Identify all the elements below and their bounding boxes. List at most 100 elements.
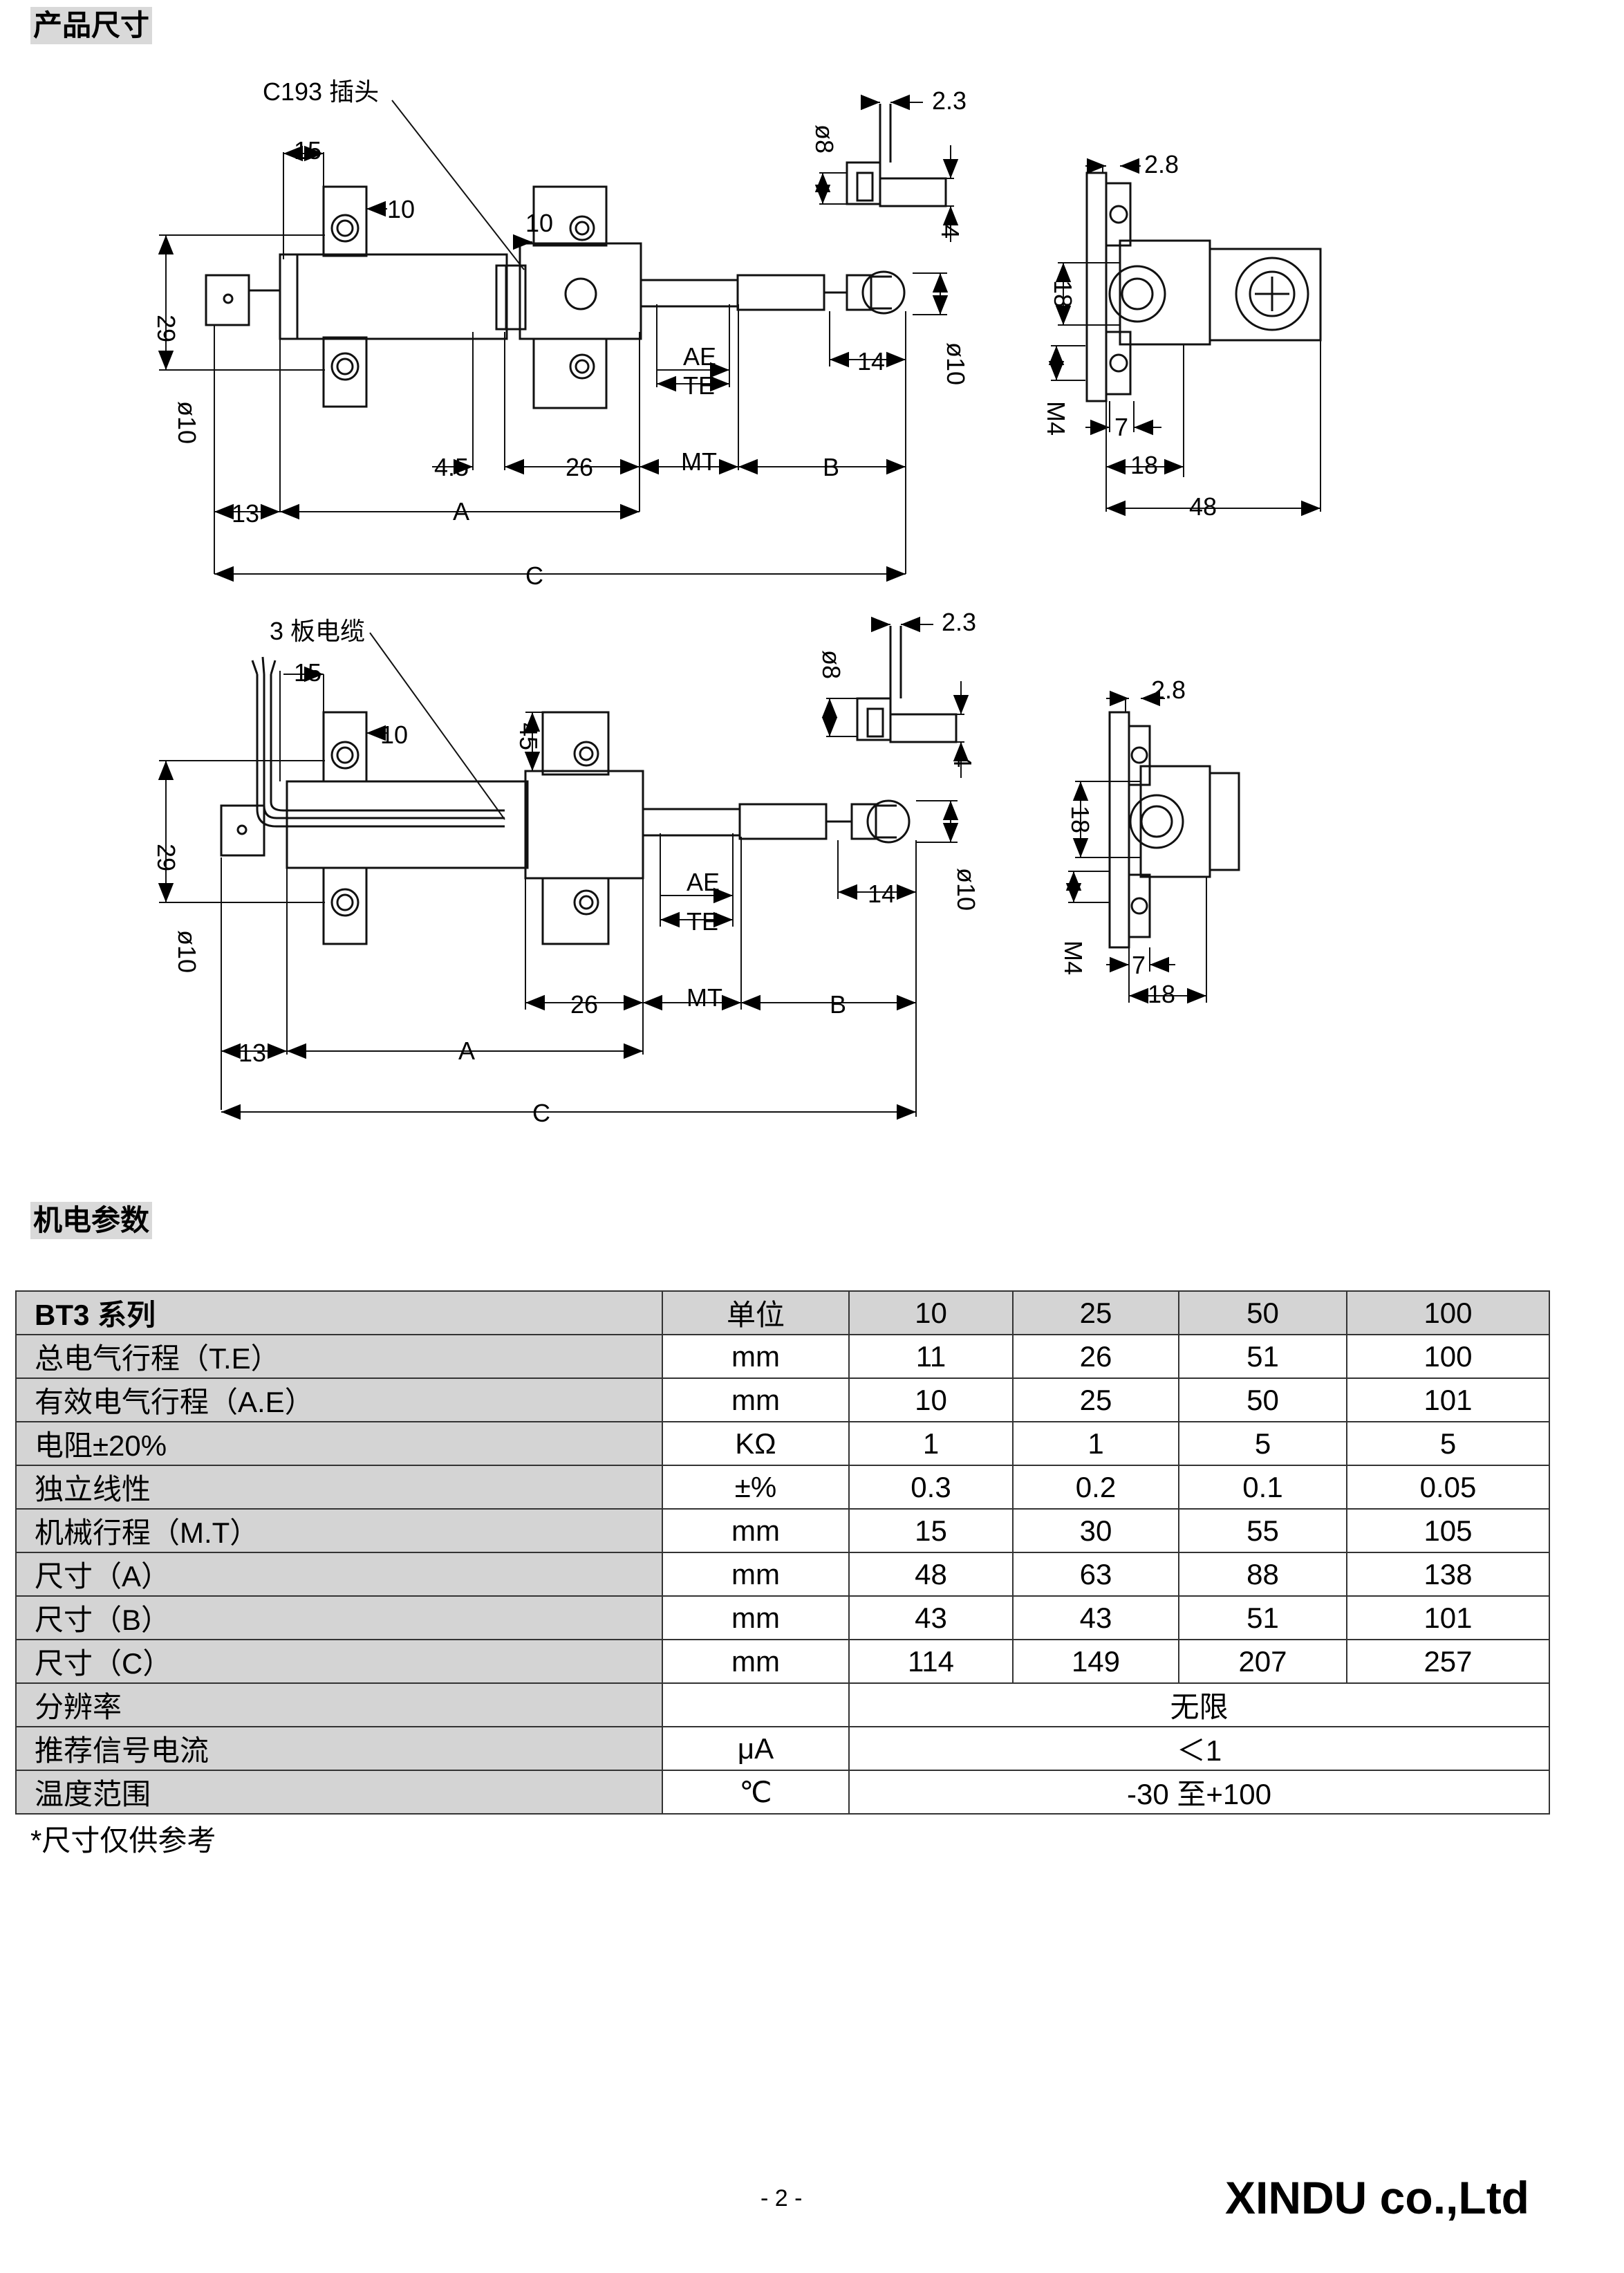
dim-15: 15 <box>294 658 321 687</box>
table-header-cell: 25 <box>1012 1290 1179 1335</box>
bottom-dimension-lines <box>158 632 959 1120</box>
table-cell: 43 <box>1012 1595 1179 1640</box>
top-detail-pin <box>846 104 947 207</box>
dim-2-3: 2.3 <box>942 608 976 636</box>
table-cell: 机械行程（M.T） <box>15 1508 663 1553</box>
dim-15: 15 <box>294 136 321 165</box>
bottom-side-view <box>220 656 911 945</box>
callout-cable: 3 板电缆 <box>270 617 365 645</box>
table-row: 分辨率无限 <box>15 1682 1550 1727</box>
table-cell: 0.1 <box>1178 1465 1347 1510</box>
dim-48: 48 <box>1189 492 1217 521</box>
table-cell: 独立线性 <box>15 1465 663 1510</box>
section-title-params: 机电参数 <box>30 1202 153 1239</box>
dim-14: 14 <box>857 347 885 375</box>
table-cell: 257 <box>1346 1639 1550 1684</box>
table-cell: 114 <box>848 1639 1014 1684</box>
table-cell: 5 <box>1178 1421 1347 1466</box>
dim-m4: M4 <box>1042 401 1070 436</box>
technical-drawing: C193 插头 15 10 10 29 ø10 4.5 26 MT B 13 A… <box>152 77 1322 1127</box>
table-cell: mm <box>662 1595 850 1640</box>
table-cell: 55 <box>1178 1508 1347 1553</box>
dim-b: B <box>823 453 839 481</box>
dim-4-5: 4.5 <box>434 453 469 481</box>
table-cell: 有效电气行程（A.E） <box>15 1377 663 1422</box>
table-cell: 0.05 <box>1346 1465 1550 1510</box>
table-cell: mm <box>662 1552 850 1597</box>
dim-18: 18 <box>1049 280 1077 308</box>
table-cell: 温度范围 <box>15 1770 663 1815</box>
callout-connector: C193 插头 <box>263 77 379 106</box>
dim-14: 14 <box>868 880 895 908</box>
table-cell: μA <box>662 1726 850 1771</box>
table-cell: 5 <box>1346 1421 1550 1466</box>
table-cell: 分辨率 <box>15 1682 663 1727</box>
table-cell <box>662 1682 850 1727</box>
table-cell: 0.2 <box>1012 1465 1179 1510</box>
dim-10: 10 <box>525 209 553 237</box>
table-cell: 50 <box>1178 1377 1347 1422</box>
dim-7: 7 <box>1132 951 1146 979</box>
dim-phi10: ø10 <box>173 401 201 444</box>
dim-7: 7 <box>1114 413 1128 441</box>
dim-c: C <box>532 1099 550 1127</box>
dim-13: 13 <box>239 1039 266 1067</box>
table-cell: 电阻±20% <box>15 1421 663 1466</box>
dim-phi10: ø10 <box>173 930 201 973</box>
dim-4: 4 <box>936 225 964 239</box>
table-cell: 总电气行程（T.E） <box>15 1334 663 1379</box>
table-cell: 43 <box>848 1595 1014 1640</box>
dim-18: 18 <box>1148 980 1175 1008</box>
section-title-dimensions: 产品尺寸 <box>30 7 153 44</box>
dim-phi10: ø10 <box>942 342 970 385</box>
top-end-view <box>1085 171 1322 402</box>
table-cell: KΩ <box>662 1421 850 1466</box>
table-cell: 100 <box>1346 1334 1550 1379</box>
table-row: 温度范围℃-30 至+100 <box>15 1770 1550 1815</box>
dim-18: 18 <box>1130 451 1158 479</box>
dim-m4: M4 <box>1059 940 1088 975</box>
table-cell: 207 <box>1178 1639 1347 1684</box>
table-cell: mm <box>662 1377 850 1422</box>
table-cell: 88 <box>1178 1552 1347 1597</box>
dim-10: 10 <box>387 195 415 223</box>
dim-phi8: ø8 <box>817 650 846 679</box>
table-cell: 105 <box>1346 1508 1550 1553</box>
dim-a: A <box>453 497 469 526</box>
table-cell: 25 <box>1012 1377 1179 1422</box>
dim-2-8: 2.8 <box>1151 676 1186 704</box>
top-side-view <box>205 185 906 409</box>
table-cell: 101 <box>1346 1595 1550 1640</box>
dim-phi8: ø8 <box>810 124 839 154</box>
dim-18: 18 <box>1066 806 1094 833</box>
table-cell: 101 <box>1346 1377 1550 1422</box>
table-header-cell: 100 <box>1346 1290 1550 1335</box>
table-cell: 0.3 <box>848 1465 1014 1510</box>
table-cell: 63 <box>1012 1552 1179 1597</box>
reference-note: *尺寸仅供参考 <box>30 1824 216 1857</box>
table-cell: 138 <box>1346 1552 1550 1597</box>
dim-mt: MT <box>687 983 722 1012</box>
dim-2-8: 2.8 <box>1144 150 1179 178</box>
table-cell: ＜1 <box>848 1726 1550 1771</box>
dim-29: 29 <box>152 844 180 871</box>
dim-te: TE <box>687 907 718 936</box>
table-cell: 15 <box>848 1508 1014 1553</box>
table-cell: 51 <box>1178 1334 1347 1379</box>
top-dimension-lines <box>158 100 949 582</box>
table-cell: mm <box>662 1334 850 1379</box>
dim-29: 29 <box>152 315 180 342</box>
dim-mt: MT <box>681 447 717 476</box>
dim-10: 10 <box>380 721 408 749</box>
dim-a: A <box>458 1037 475 1065</box>
table-cell: 尺寸（B） <box>15 1595 663 1640</box>
